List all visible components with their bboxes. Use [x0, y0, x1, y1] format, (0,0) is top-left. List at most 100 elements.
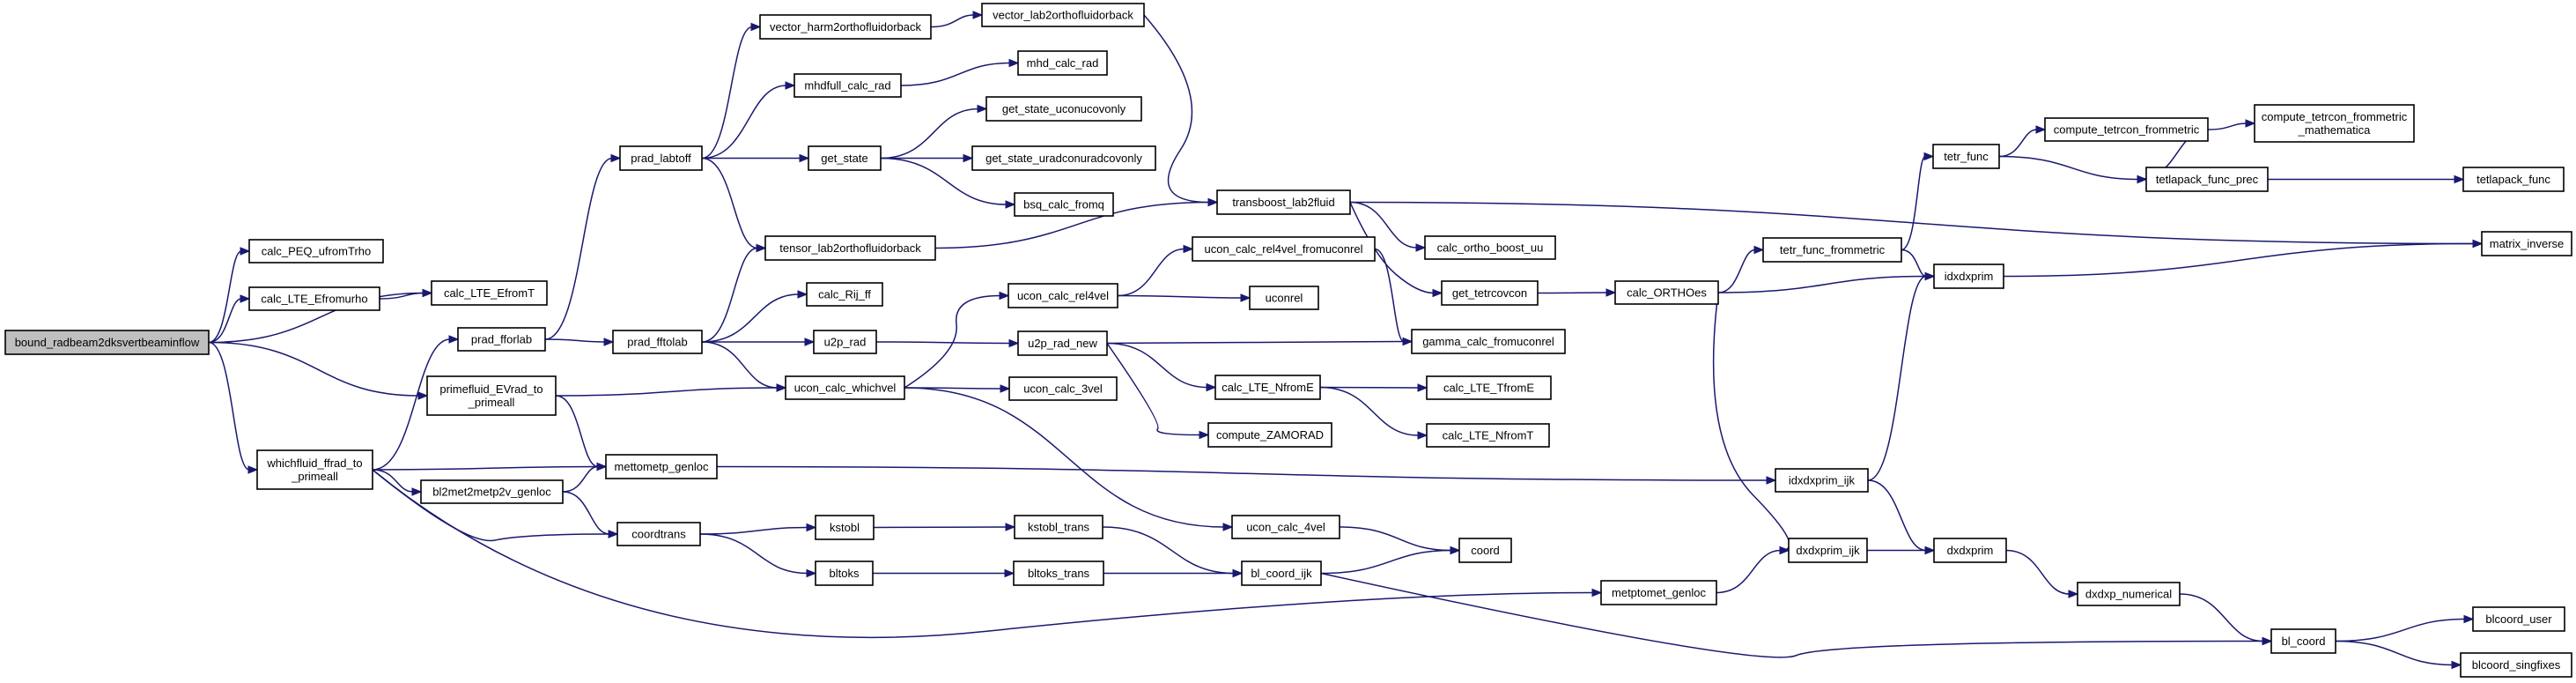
node-prad-labtoff[interactable]: prad_labtoff: [619, 145, 703, 171]
edge-line: [544, 157, 613, 340]
edge-line: [555, 387, 779, 397]
node-tetrcon-fm[interactable]: compute_tetrcon_frommetric: [2044, 117, 2209, 142]
node-label: mettometp_genloc: [615, 460, 709, 473]
edge-tetr-func-to-tetrcon-fm: [1998, 125, 2047, 158]
node-whichfluid[interactable]: whichfluid_ffrad_to_primeall: [256, 449, 373, 490]
node-ucon-3[interactable]: ucon_calc_3vel: [1008, 376, 1118, 401]
node-peq[interactable]: calc_PEQ_ufromTrho: [248, 239, 384, 264]
node-lte-nfe[interactable]: calc_LTE_NfromE: [1214, 375, 1321, 400]
node-ucon-rel4[interactable]: ucon_calc_rel4vel: [1008, 283, 1118, 308]
edge-line: [2335, 618, 2466, 642]
node-dxdxprim[interactable]: dxdxprim: [1933, 538, 2007, 563]
node-get-tetr[interactable]: get_tetrcovcon: [1441, 280, 1539, 306]
node-box: [248, 239, 384, 264]
node-label: ucon_calc_rel4vel_fromuconrel: [1205, 242, 1363, 256]
node-lte-tfe[interactable]: calc_LTE_TfromE: [1426, 375, 1552, 400]
arrowhead: [596, 462, 608, 471]
node-tetlapack-prec[interactable]: tetlapack_func_prec: [2145, 167, 2269, 192]
node-mhd-calc-rad[interactable]: mhd_calc_rad: [1017, 50, 1108, 76]
node-uconrel[interactable]: uconrel: [1249, 286, 1319, 310]
edge-calc-orthoes-to-dxdxprim-ijk: [1712, 292, 1790, 555]
node-kstobl[interactable]: kstobl: [815, 515, 875, 540]
node-u2p-rad-new[interactable]: u2p_rad_new: [1017, 330, 1108, 356]
node-idxdxprim[interactable]: idxdxprim: [1933, 264, 2004, 289]
node-label: ucon_calc_3vel: [1023, 382, 1103, 396]
node-transboost[interactable]: transboost_lab2fluid: [1216, 189, 1351, 215]
node-label: bsq_calc_fromq: [1023, 198, 1104, 212]
node-kstobl-trans[interactable]: kstobl_trans: [1014, 515, 1103, 539]
node-vec-harm[interactable]: vector_harm2orthofluidorback: [759, 14, 932, 40]
arrowhead: [1450, 546, 1461, 555]
node-tetrcon-math[interactable]: compute_tetrcon_frommetric_mathematica: [2254, 104, 2415, 143]
node-bl-coord[interactable]: bl_coord: [2270, 628, 2336, 654]
node-mettometp[interactable]: mettometp_genloc: [605, 454, 718, 479]
node-mhdfull[interactable]: mhdfull_calc_rad: [793, 73, 902, 98]
edge-line: [701, 157, 758, 249]
node-gs-urad[interactable]: get_state_uradconuradcovonly: [971, 145, 1156, 171]
node-label: mhdfull_calc_rad: [804, 79, 890, 93]
node-bl2met[interactable]: bl2met2metp2v_genloc: [420, 479, 564, 504]
edge-lte-efu-to-lte-eft: [379, 288, 433, 300]
node-dxdxprim-ijk[interactable]: dxdxprim_ijk: [1788, 538, 1868, 563]
arrowhead: [756, 243, 767, 253]
node-gamma[interactable]: gamma_calc_fromuconrel: [1411, 329, 1566, 354]
node-ucon-rel4-fu[interactable]: ucon_calc_rel4vel_fromuconrel: [1192, 236, 1376, 262]
node-get-state[interactable]: get_state: [808, 145, 882, 171]
node-vec-lab[interactable]: vector_lab2orthofluidorback: [981, 3, 1145, 27]
edge-line: [1320, 572, 2264, 658]
node-primefluid[interactable]: primefluid_EVrad_to_primeall: [426, 375, 557, 416]
node-prad-fftolab[interactable]: prad_fftolab: [612, 330, 703, 354]
node-box: [813, 330, 877, 354]
edge-line: [379, 292, 424, 300]
node-blcoord-user[interactable]: blcoord_user: [2472, 606, 2565, 632]
edge-line: [1117, 248, 1185, 297]
node-prad-fforlab[interactable]: prad_fforlab: [457, 327, 546, 352]
arrowhead: [1008, 58, 1020, 68]
node-calc-orthoes[interactable]: calc_ORTHOes: [1614, 280, 1719, 305]
edge-line: [1717, 275, 1927, 293]
node-bound[interactable]: bound_radbeam2dksvertbeaminflow: [4, 330, 210, 355]
node-bsq[interactable]: bsq_calc_fromq: [1014, 192, 1114, 217]
node-box: [785, 375, 905, 400]
edge-idxdxprim-to-matrix-inverse: [2003, 239, 2484, 278]
edge-bltoks-trans-to-bl-coord-ijk: [1103, 568, 1244, 578]
node-idxdxprim-ijk[interactable]: idxdxprim_ijk: [1775, 468, 1869, 493]
node-box: [1614, 280, 1719, 305]
node-rij[interactable]: calc_Rij_ff: [806, 282, 883, 307]
arrowhead: [411, 487, 423, 496]
node-ucon-which[interactable]: ucon_calc_whichvel: [785, 375, 905, 400]
node-coordtrans[interactable]: coordtrans: [616, 522, 701, 546]
node-ortho-boost[interactable]: calc_ortho_boost_uu: [1424, 235, 1556, 260]
edge-line: [208, 250, 242, 344]
node-u2p-rad[interactable]: u2p_rad: [813, 330, 877, 354]
node-bltoks[interactable]: bltoks: [815, 561, 874, 586]
node-tetr-func[interactable]: tetr_func: [1932, 144, 2000, 169]
node-bltoks-trans[interactable]: bltoks_trans: [1013, 561, 1104, 586]
edge-kstobl-to-kstobl-trans: [873, 523, 1016, 531]
node-tetr-func-fm[interactable]: tetr_func_frommetric: [1762, 237, 1902, 263]
edge-ucon-which-to-ucon-4: [904, 387, 1234, 531]
node-lte-nft[interactable]: calc_LTE_NfromT: [1426, 423, 1550, 448]
node-ucon-4[interactable]: ucon_calc_4vel: [1231, 515, 1340, 539]
node-matrix-inverse[interactable]: matrix_inverse: [2481, 231, 2572, 256]
edge-u2p-rad-new-to-gamma: [1106, 337, 1413, 346]
edge-line: [873, 526, 1008, 529]
node-label: bl_coord: [2282, 635, 2326, 648]
edge-idxdxprim-ijk-to-dxdxprim: [1867, 479, 1936, 555]
node-zamorad[interactable]: compute_ZAMORAD: [1207, 422, 1332, 448]
edge-bl2met-to-mettometp: [562, 462, 608, 493]
node-gs-ucon[interactable]: get_state_uconucovonly: [985, 96, 1142, 122]
node-lte-efu[interactable]: calc_LTE_Efromurho: [248, 286, 380, 311]
node-tetlapack[interactable]: tetlapack_func: [2462, 167, 2565, 192]
edge-line: [1349, 201, 2475, 245]
node-label: calc_LTE_NfromE: [1222, 381, 1314, 394]
node-metptomet[interactable]: metptomet_genloc: [1600, 580, 1717, 605]
node-tensor[interactable]: tensor_lab2orthofluidorback: [764, 235, 936, 261]
node-dxdxp-num[interactable]: dxdxp_numerical: [2077, 582, 2181, 606]
node-blcoord-sing[interactable]: blcoord_singfixes: [2460, 652, 2572, 678]
node-lte-eft[interactable]: calc_LTE_EfromT: [431, 280, 548, 306]
node-box: [1207, 422, 1332, 448]
node-bl-coord-ijk[interactable]: bl_coord_ijk: [1241, 561, 1322, 586]
edge-bound-to-lte-efu: [208, 294, 251, 344]
node-coord[interactable]: coord: [1458, 538, 1512, 563]
